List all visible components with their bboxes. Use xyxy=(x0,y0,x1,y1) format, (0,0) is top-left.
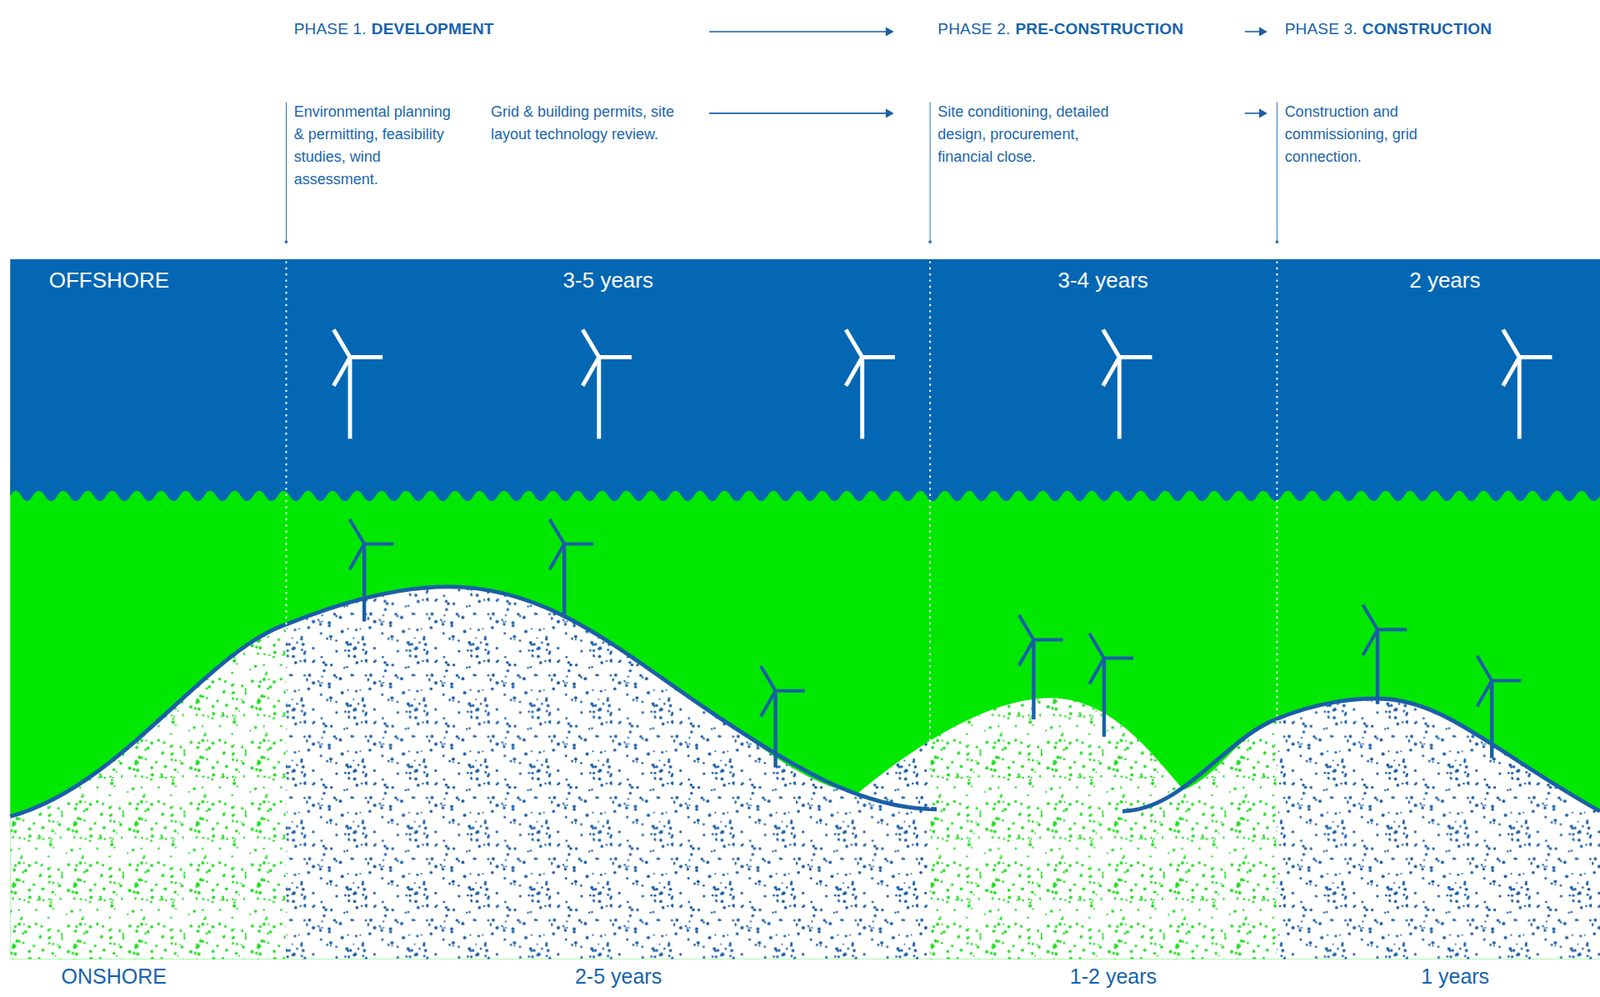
turbine-blades xyxy=(1019,615,1064,666)
hill-fill xyxy=(0,510,1600,980)
onshore-turbines xyxy=(350,519,1522,768)
wind-turbine xyxy=(550,519,595,618)
offshore-band: OFFSHORE3-5 years 3-4 years 2 years xyxy=(10,259,1600,496)
turbine-blades xyxy=(760,665,805,717)
turbine-tower xyxy=(860,356,865,439)
turbine-blades xyxy=(550,519,595,570)
duration-cell: 3-4 years xyxy=(1054,268,1151,294)
wind-turbine xyxy=(1503,329,1553,439)
wind-turbine xyxy=(1362,605,1407,705)
phase-description: Environmental planning & permitting, fea… xyxy=(294,100,465,191)
phase-description: Site conditioning, detailed design, proc… xyxy=(937,100,1138,169)
turbine-tower xyxy=(1517,356,1522,439)
turbine-blades xyxy=(845,329,895,385)
green-dots xyxy=(930,510,1277,980)
turbine-blades xyxy=(1089,633,1134,685)
turbine-tower xyxy=(362,543,366,621)
turbine-blades xyxy=(1362,605,1407,656)
phase-name: CONSTRUCTION xyxy=(1362,20,1492,40)
phase-number: PHASE 2. xyxy=(937,20,1010,40)
turbine-tower xyxy=(1102,658,1106,737)
phase-name: DEVELOPMENT xyxy=(371,20,495,40)
green-dots xyxy=(10,510,286,980)
phase-number: PHASE 3. xyxy=(1285,20,1358,40)
turbine-tower xyxy=(562,543,566,617)
phase-ticks xyxy=(285,101,1277,240)
phase-description: Grid & building permits, site layout tec… xyxy=(490,100,685,146)
phase-tick-dots xyxy=(285,240,1280,244)
turbine-tower xyxy=(1031,640,1035,720)
duration-label: 1 years xyxy=(1420,965,1490,989)
turbine-tower xyxy=(1375,629,1380,704)
phase-dividers xyxy=(285,260,1277,959)
turbine-blades xyxy=(333,329,383,385)
wind-turbine xyxy=(1089,633,1134,737)
turbine-blades xyxy=(1103,329,1153,385)
turbine-blades xyxy=(350,519,395,570)
wind-turbine xyxy=(1477,655,1522,759)
phase-name: PRE-CONSTRUCTION xyxy=(1015,20,1184,40)
duration-text: 3-5 years xyxy=(563,268,654,294)
duration-label: 2-5 years xyxy=(575,965,662,989)
offshore-turbines xyxy=(333,329,1552,439)
turbine-blades xyxy=(1477,655,1522,707)
duration-text: 2 years xyxy=(1409,268,1480,294)
turbine-tower xyxy=(773,690,777,768)
duration-cell: 2 years xyxy=(1405,268,1484,294)
wind-turbine xyxy=(760,665,805,768)
phase-number: PHASE 1. xyxy=(294,20,367,40)
duration-label: 1-2 years xyxy=(1070,965,1157,989)
onshore-label: ONSHORE xyxy=(60,965,166,989)
offshore-band-shape xyxy=(10,259,1600,501)
blue-dots xyxy=(1276,510,1600,980)
hills xyxy=(0,510,1600,980)
band-title: OFFSHORE xyxy=(49,268,1600,294)
turbine-tower xyxy=(1490,680,1494,759)
blue-dots xyxy=(285,510,930,980)
duration-cell: 3-5 years xyxy=(560,268,657,294)
turbine-tower xyxy=(596,356,601,439)
duration-text: 3-4 years xyxy=(1057,268,1148,294)
turbine-tower xyxy=(348,356,353,439)
wind-turbine xyxy=(1019,615,1064,720)
wind-turbine xyxy=(350,519,395,622)
hill-outline xyxy=(10,586,937,816)
wind-turbine xyxy=(582,329,632,439)
turbine-tower xyxy=(1117,356,1122,439)
phase-description: Construction and commissioning, grid con… xyxy=(1285,100,1494,169)
wind-turbine xyxy=(1103,329,1153,439)
hill-outline xyxy=(1122,698,1600,811)
wind-turbine xyxy=(845,329,895,439)
wind-turbine xyxy=(333,329,383,439)
turbine-blades xyxy=(1503,329,1553,385)
turbine-blades xyxy=(582,329,632,385)
